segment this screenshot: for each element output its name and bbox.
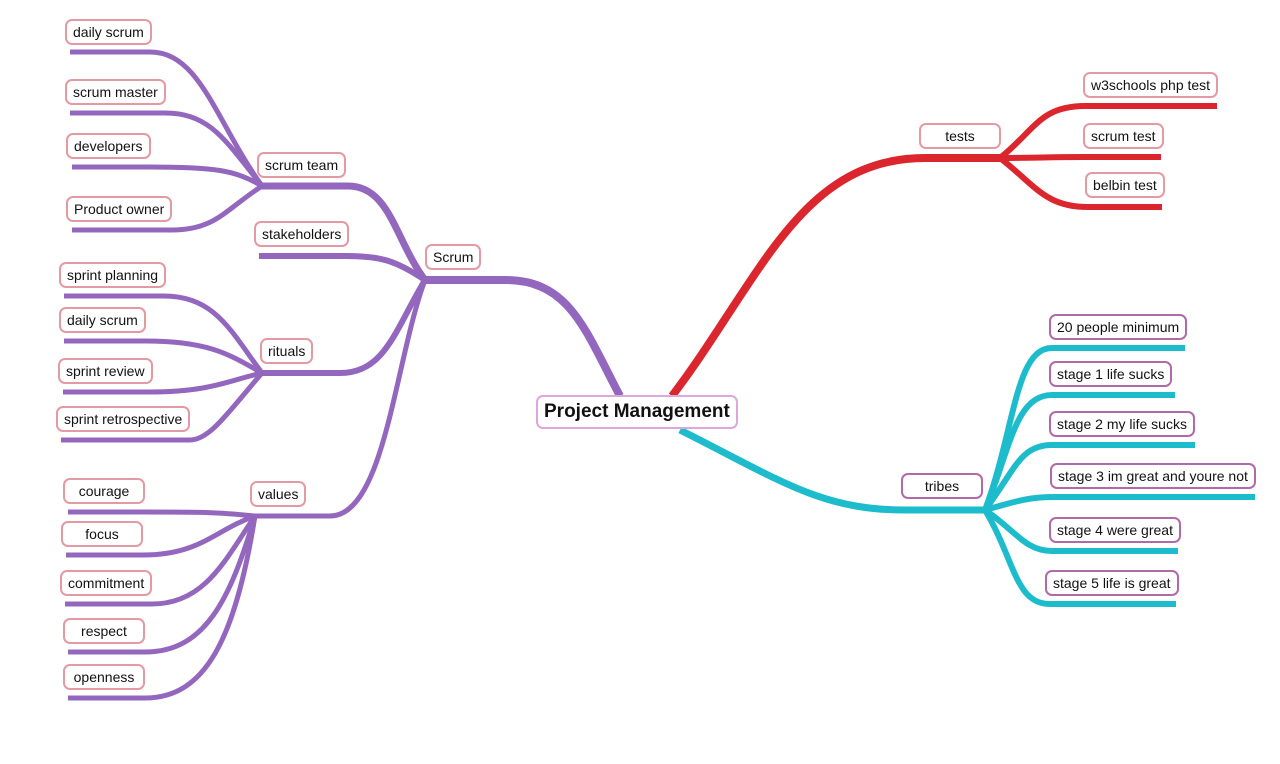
connector-rituals-sprint-retrospective — [61, 371, 264, 443]
connector-tribes-stage-1 — [982, 392, 1175, 512]
node-tests-scrum-test[interactable]: scrum test — [1083, 123, 1164, 149]
node-rituals-sprint-review[interactable]: sprint review — [58, 358, 153, 384]
node-tribes[interactable]: tribes — [901, 473, 983, 499]
node-scrum-team-daily-scrum[interactable]: daily scrum — [65, 19, 152, 45]
node-values-openness[interactable]: openness — [63, 664, 145, 690]
connector-tribes-stage-2 — [982, 442, 1195, 512]
connector-values-openness — [68, 515, 258, 701]
connector-scrum-scrum-team — [260, 182, 428, 283]
node-values-focus[interactable]: focus — [61, 521, 143, 547]
node-tribes-stage-4[interactable]: stage 4 were great — [1049, 517, 1181, 543]
connector-rituals-sprint-review — [63, 370, 263, 395]
connector-tests-belbin-test — [998, 155, 1162, 210]
connector-root-scrum — [425, 276, 624, 398]
connector-tribes-stage-5 — [982, 508, 1176, 607]
node-tribes-stage-3[interactable]: stage 3 im great and youre not — [1050, 463, 1256, 489]
connector-scrum-rituals — [262, 278, 428, 376]
connector-scrum-values — [255, 279, 428, 519]
node-rituals[interactable]: rituals — [260, 338, 314, 364]
node-stakeholders[interactable]: stakeholders — [254, 221, 350, 247]
connector-root-tribes — [678, 426, 985, 514]
node-tribes-stage-2[interactable]: stage 2 my life sucks — [1049, 411, 1195, 437]
node-tribes-20-people[interactable]: 20 people minimum — [1049, 314, 1188, 340]
node-tests-w3schools[interactable]: w3schools php test — [1083, 72, 1219, 98]
node-tests-belbin-test[interactable]: belbin test — [1085, 172, 1165, 198]
node-scrum-team-scrum-master[interactable]: scrum master — [65, 79, 166, 105]
connector-values-commitment — [65, 514, 258, 607]
connector-values-respect — [68, 515, 258, 655]
connector-tests-w3schools — [998, 103, 1217, 161]
connector-scrum-team-developers — [72, 164, 264, 189]
node-values-courage[interactable]: courage — [63, 478, 145, 504]
node-rituals-sprint-retrospective[interactable]: sprint retrospective — [56, 406, 191, 432]
connector-tribes-stage-3 — [984, 494, 1255, 513]
connector-values-focus — [66, 513, 256, 558]
node-tribes-stage-5[interactable]: stage 5 life is great — [1045, 570, 1179, 596]
node-values-respect[interactable]: respect — [63, 618, 145, 644]
connector-root-tests — [668, 154, 1000, 399]
connector-scrum-team-scrum-master — [70, 110, 264, 188]
node-scrum-team-developers[interactable]: developers — [66, 133, 151, 159]
root-node[interactable]: Project Management — [536, 395, 738, 429]
node-scrum-team-product-owner[interactable]: Product owner — [66, 196, 173, 222]
connector-rituals-daily-scrum — [64, 338, 264, 376]
node-scrum[interactable]: Scrum — [425, 244, 482, 270]
connector-scrum-team-daily-scrum — [70, 49, 265, 188]
connector-scrum-team-product-owner — [72, 183, 264, 233]
connector-tribes-stage-4 — [983, 507, 1178, 554]
node-scrum-team[interactable]: scrum team — [257, 152, 347, 178]
node-tribes-stage-1[interactable]: stage 1 life sucks — [1049, 361, 1173, 387]
node-rituals-daily-scrum[interactable]: daily scrum — [59, 307, 146, 333]
node-rituals-sprint-planning[interactable]: sprint planning — [59, 262, 167, 288]
node-values[interactable]: values — [250, 481, 307, 507]
connector-scrum-stakeholders — [259, 253, 427, 283]
connector-rituals-sprint-planning — [64, 293, 265, 375]
node-tests[interactable]: tests — [919, 123, 1001, 149]
connector-tests-scrum-test — [999, 154, 1161, 161]
connector-values-courage — [68, 509, 256, 519]
node-values-commitment[interactable]: commitment — [60, 570, 153, 596]
